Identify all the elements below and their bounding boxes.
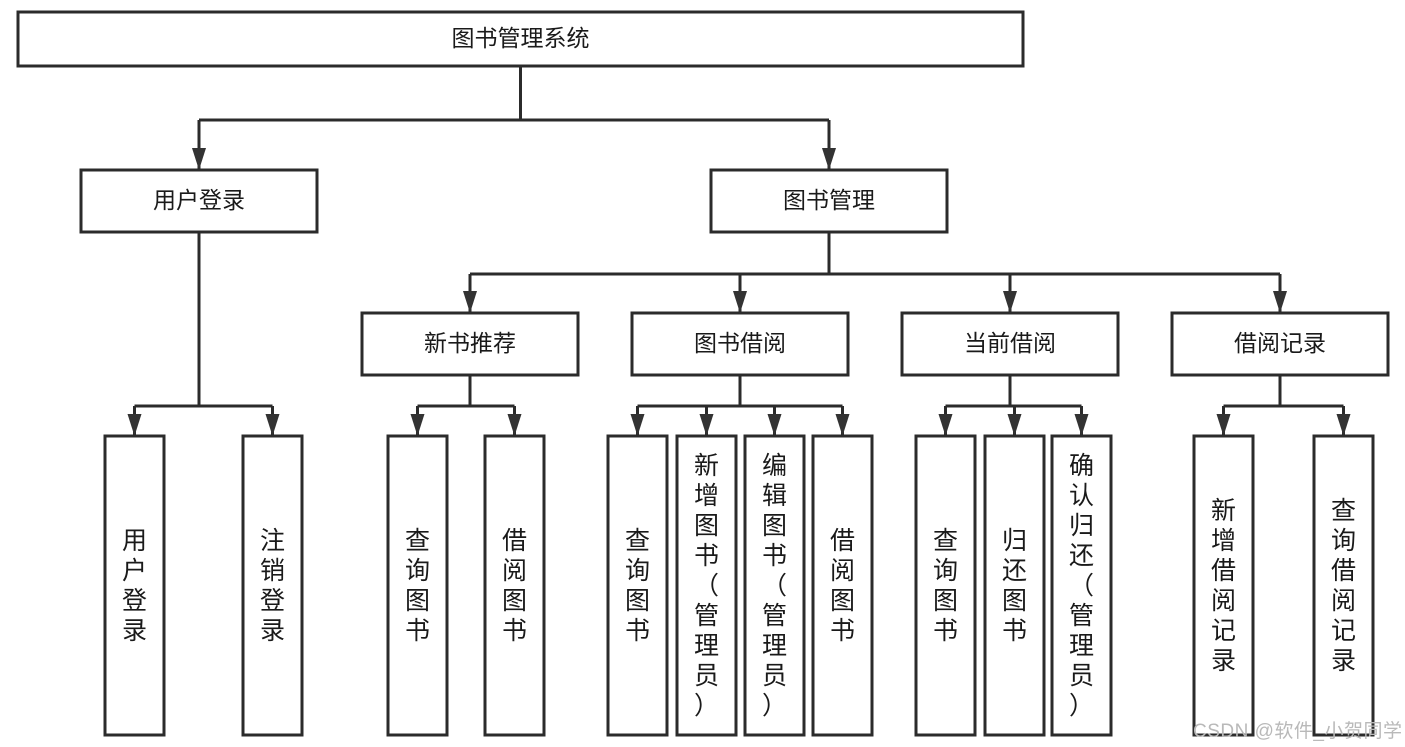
node-book-manage[interactable]: 图书管理 <box>709 168 949 234</box>
node-leaf-query-book-2[interactable]: 查询图书 <box>606 434 669 737</box>
node-label-leaf-query-book-2: 查询图书 <box>625 527 650 645</box>
node-user-login[interactable]: 用户登录 <box>79 168 319 234</box>
node-label-current-borrow: 当前借阅 <box>964 330 1056 356</box>
node-borrow-record[interactable]: 借阅记录 <box>1170 311 1390 377</box>
node-label-user-login: 用户登录 <box>153 187 245 213</box>
node-label-leaf-return-book: 归还图书 <box>1002 527 1027 645</box>
node-box-user-login[interactable] <box>79 168 319 234</box>
node-leaf-return-book[interactable]: 归还图书 <box>983 434 1046 737</box>
node-box-leaf-user-logout[interactable] <box>241 434 304 737</box>
node-box-book-borrow[interactable] <box>630 311 850 377</box>
node-box-leaf-query-book-3[interactable] <box>914 434 977 737</box>
node-label-leaf-query-book-1: 查询图书 <box>405 527 430 645</box>
node-box-leaf-edit-book[interactable] <box>743 434 806 737</box>
node-label-leaf-user-logout: 注销登录 <box>260 527 285 645</box>
node-new-book-recommend[interactable]: 新书推荐 <box>360 311 580 377</box>
node-label-new-book-recommend: 新书推荐 <box>424 330 516 356</box>
node-leaf-borrow-book-1[interactable]: 借阅图书 <box>483 434 546 737</box>
node-label-leaf-user-login: 用户登录 <box>122 527 147 645</box>
node-leaf-borrow-book-2[interactable]: 借阅图书 <box>811 434 874 737</box>
node-leaf-query-record[interactable]: 查询借阅记录 <box>1312 434 1375 737</box>
node-leaf-query-book-3[interactable]: 查询图书 <box>914 434 977 737</box>
node-label-leaf-borrow-book-2: 借阅图书 <box>830 527 855 645</box>
node-box-leaf-add-book[interactable] <box>675 434 738 737</box>
node-box-new-book-recommend[interactable] <box>360 311 580 377</box>
node-box-leaf-return-book[interactable] <box>983 434 1046 737</box>
node-current-borrow[interactable]: 当前借阅 <box>900 311 1120 377</box>
node-box-leaf-borrow-book-2[interactable] <box>811 434 874 737</box>
node-root[interactable]: 图书管理系统 <box>16 10 1025 68</box>
node-label-leaf-query-book-3: 查询图书 <box>933 527 958 645</box>
node-label-book-manage: 图书管理 <box>783 187 875 213</box>
node-box-root[interactable] <box>16 10 1025 68</box>
node-box-leaf-borrow-book-1[interactable] <box>483 434 546 737</box>
node-box-leaf-user-login[interactable] <box>103 434 166 737</box>
node-box-book-manage[interactable] <box>709 168 949 234</box>
node-book-borrow[interactable]: 图书借阅 <box>630 311 850 377</box>
node-label-leaf-add-record: 新增借阅记录 <box>1211 497 1236 675</box>
node-label-borrow-record: 借阅记录 <box>1234 330 1326 356</box>
node-label-leaf-confirm-return: 确认归还（管理员） <box>1069 452 1094 720</box>
node-leaf-add-book[interactable]: 新增图书（管理员） <box>675 434 738 737</box>
node-leaf-user-login[interactable]: 用户登录 <box>103 434 166 737</box>
node-leaf-edit-book[interactable]: 编辑图书（管理员） <box>743 434 806 737</box>
node-box-borrow-record[interactable] <box>1170 311 1390 377</box>
node-box-current-borrow[interactable] <box>900 311 1120 377</box>
node-box-leaf-add-record[interactable] <box>1192 434 1255 737</box>
node-box-leaf-query-book-1[interactable] <box>386 434 449 737</box>
node-label-book-borrow: 图书借阅 <box>694 330 786 356</box>
node-box-leaf-query-book-2[interactable] <box>606 434 669 737</box>
node-label-leaf-query-record: 查询借阅记录 <box>1331 497 1356 675</box>
node-label-root: 图书管理系统 <box>452 25 590 51</box>
node-box-leaf-confirm-return[interactable] <box>1050 434 1113 737</box>
node-leaf-user-logout[interactable]: 注销登录 <box>241 434 304 737</box>
node-leaf-query-book-1[interactable]: 查询图书 <box>386 434 449 737</box>
connector-edges <box>127 66 1351 436</box>
node-boxes: 图书管理系统用户登录图书管理新书推荐图书借阅当前借阅借阅记录用户登录注销登录查询… <box>16 10 1390 737</box>
node-leaf-confirm-return[interactable]: 确认归还（管理员） <box>1050 434 1113 737</box>
node-leaf-add-record[interactable]: 新增借阅记录 <box>1192 434 1255 737</box>
node-label-leaf-edit-book: 编辑图书（管理员） <box>762 452 787 720</box>
node-box-leaf-query-record[interactable] <box>1312 434 1375 737</box>
node-label-leaf-borrow-book-1: 借阅图书 <box>502 527 527 645</box>
node-label-leaf-add-book: 新增图书（管理员） <box>694 452 719 720</box>
